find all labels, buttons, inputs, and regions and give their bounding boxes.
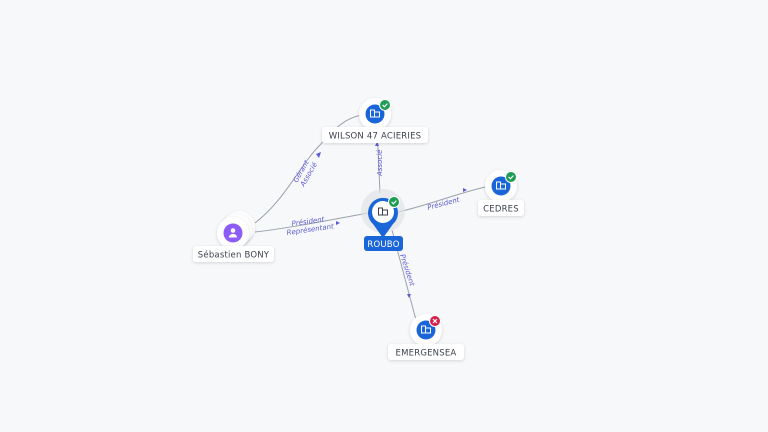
arrow-roubo-emergensea [407, 294, 411, 298]
status-active-badge [388, 196, 400, 208]
building-icon [370, 109, 380, 118]
node-label-emergensea: EMERGENSEA [396, 349, 457, 359]
building-icon [421, 325, 431, 334]
status-active-badge [505, 171, 517, 183]
edge-arrows [316, 142, 467, 298]
arrow-bony-wilson [316, 152, 321, 158]
check-icon [391, 200, 397, 205]
building-icon [496, 181, 506, 190]
node-wilson[interactable]: WILSON 47 ACIERIES [322, 98, 428, 143]
node-emergensea[interactable]: EMERGENSEA [388, 314, 464, 360]
building-icon [378, 207, 388, 216]
edge-label-roubo-cedres: Président [426, 196, 460, 212]
status-active-badge [379, 99, 391, 111]
check-icon [508, 175, 514, 180]
arrow-roubo-cedres [463, 188, 467, 192]
arrow-roubo-wilson [375, 142, 379, 146]
edge-roubo-cedres[interactable] [397, 185, 491, 213]
node-roubo[interactable]: ROUBO [361, 189, 405, 251]
node-label-bony: Sébastien BONY [198, 250, 270, 261]
node-bony[interactable]: Sébastien BONY [193, 211, 274, 262]
node-label-wilson: WILSON 47 ACIERIES [329, 132, 422, 142]
edge-label-roubo-wilson: Associé [376, 149, 384, 177]
check-icon [382, 103, 388, 108]
edge-bony-roubo[interactable] [254, 212, 369, 233]
arrow-bony-roubo [336, 221, 340, 225]
node-label-roubo: ROUBO [367, 240, 399, 250]
node-cedres[interactable]: CEDRES [478, 170, 524, 216]
node-label-cedres: CEDRES [483, 205, 519, 215]
close-icon [432, 318, 438, 324]
edge-bony-wilson[interactable] [254, 114, 363, 224]
edge-label-roubo-emergensea: Président [398, 253, 416, 287]
person-icon [228, 228, 238, 238]
